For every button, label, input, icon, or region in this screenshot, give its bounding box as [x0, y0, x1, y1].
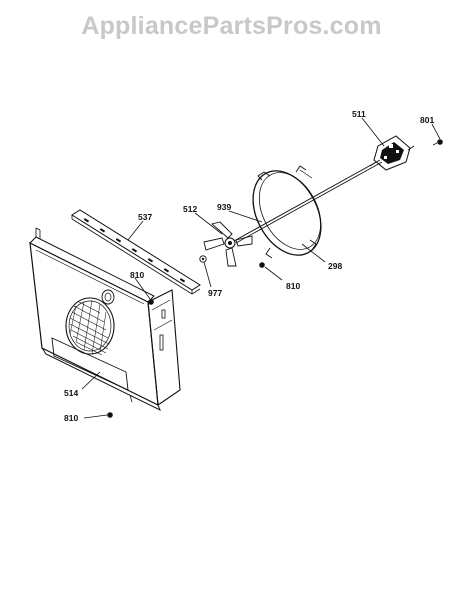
callout-810-fan: 810 — [286, 281, 300, 291]
fan-ring-shroud-298 — [252, 165, 322, 259]
fan-motor-511 — [369, 135, 415, 171]
rear-cover-panel-514 — [29, 227, 181, 412]
bracket-strip-537 — [71, 209, 201, 295]
callout-514: 514 — [64, 388, 78, 398]
callout-810-bottom: 810 — [64, 413, 78, 423]
callout-939: 939 — [217, 202, 231, 212]
fan-blade-512 — [203, 221, 253, 267]
callout-537: 537 — [138, 212, 152, 222]
callout-977: 977 — [208, 288, 222, 298]
callout-511: 511 — [352, 109, 366, 119]
leader-lines — [81, 117, 441, 419]
callout-298: 298 — [328, 261, 342, 271]
screw-801 — [432, 139, 443, 146]
callout-801: 801 — [420, 115, 434, 125]
watermark-text: AppliancePartsPros.com — [81, 12, 382, 40]
shaft-nut-977 — [199, 255, 207, 263]
screw-810-fan — [259, 262, 265, 268]
screw-810-cover — [148, 299, 154, 305]
motor-shaft-939 — [233, 159, 383, 244]
screw-810-bottom — [107, 412, 113, 418]
callout-512: 512 — [183, 204, 197, 214]
callout-810-cover: 810 — [130, 270, 144, 280]
